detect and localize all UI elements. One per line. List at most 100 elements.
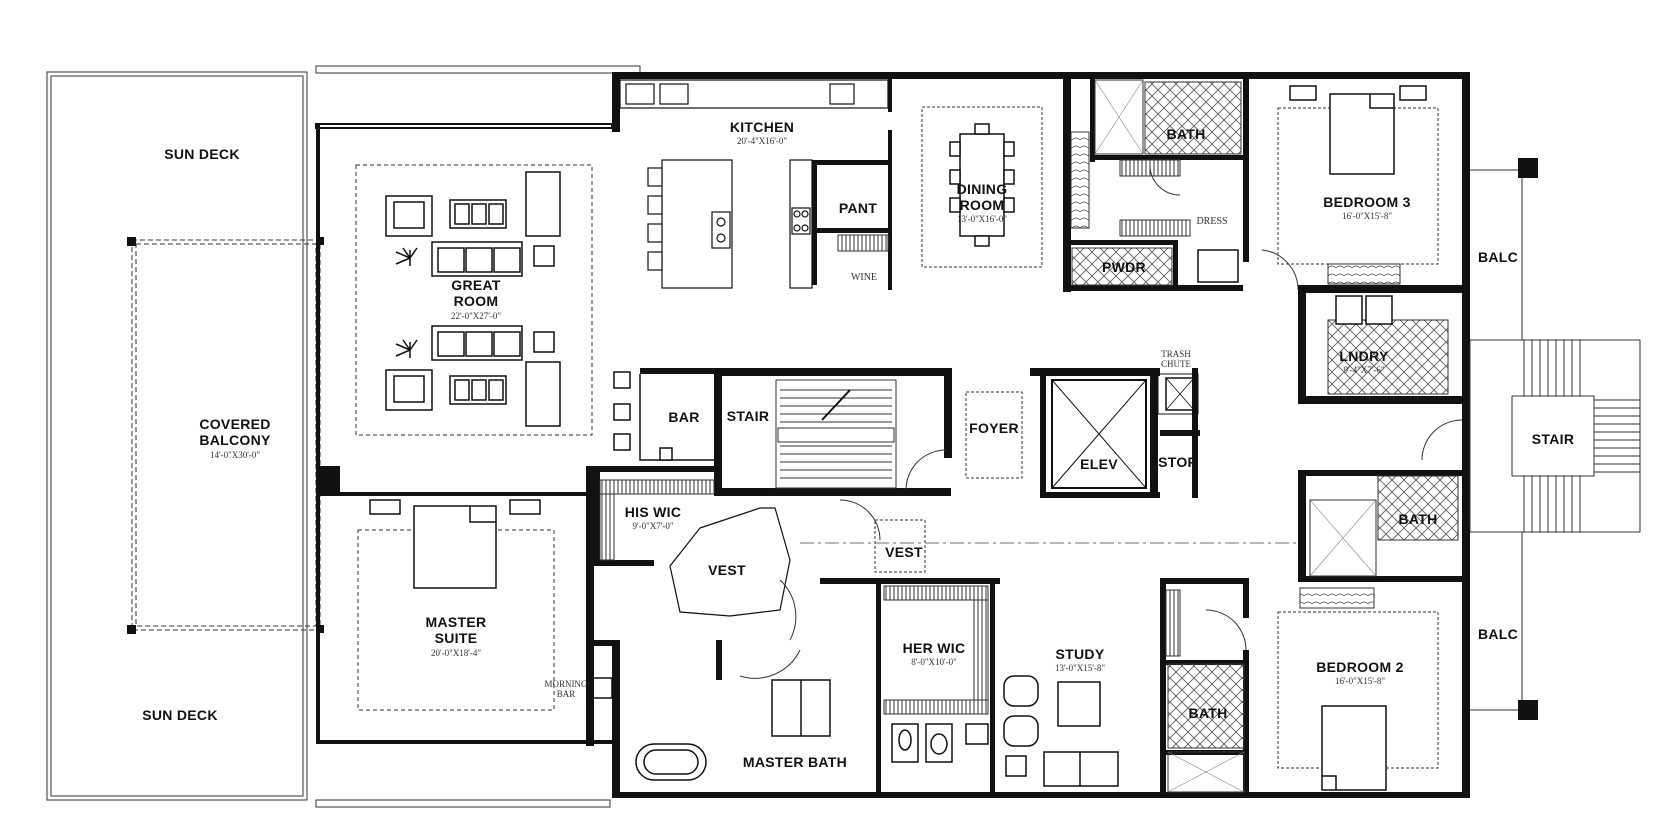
balcony-post <box>1518 158 1538 178</box>
bath-right-label: BATH <box>1398 511 1437 527</box>
master-bath-label: MASTER BATH <box>743 754 847 770</box>
master-bed <box>369 499 541 589</box>
closet-rack <box>883 699 989 715</box>
shower <box>1309 499 1377 577</box>
great-room-dim: 22'-0"X27'-0" <box>451 311 501 321</box>
lndry-label: LNDRY <box>1339 348 1389 364</box>
wardrobe <box>1327 263 1401 285</box>
vest-outline <box>669 507 791 617</box>
closet-rack <box>1119 219 1191 237</box>
great-room-furniture <box>385 171 561 427</box>
his-wic-label: HIS WIC <box>625 504 682 520</box>
pwdr-label: PWDR <box>1102 259 1146 275</box>
interior-walls <box>594 72 1462 796</box>
plant-icon <box>395 247 418 358</box>
balc-top-label: BALC <box>1478 249 1518 265</box>
balcony-post <box>127 625 136 634</box>
master-suite-label: MASTER <box>426 614 487 630</box>
covered-balcony-label: BALCONY <box>199 432 271 448</box>
master-suite-dim: 20'-0"X18'-4" <box>431 648 481 658</box>
dining-rug <box>921 106 1043 268</box>
closet-rack <box>973 599 989 701</box>
bedroom2-dim: 16'-0"X15'-8" <box>1335 676 1385 686</box>
study-label: STUDY <box>1056 646 1105 662</box>
foyer-label: FOYER <box>969 420 1019 436</box>
dining-table <box>949 123 1015 247</box>
his-wic-dim: 9'-0"X7'-0" <box>632 521 673 531</box>
great-room-label: ROOM <box>454 293 499 309</box>
trash-chute-label: TRASH <box>1161 349 1191 359</box>
sun-deck-top-label: SUN DECK <box>164 146 240 162</box>
covered-balcony-label: COVERED <box>199 416 270 432</box>
closet-rack <box>883 585 989 601</box>
foyer-rug <box>965 391 1023 479</box>
morning-bar-label: MORNING <box>544 679 588 689</box>
exterior-stair <box>1469 339 1641 533</box>
trash-box <box>1197 249 1239 283</box>
bedroom3-label: BEDROOM 3 <box>1323 194 1411 210</box>
pantry-label: PANT <box>839 200 877 216</box>
stair-right-label: STAIR <box>1532 431 1574 447</box>
lndry-dim: 9'-4"X7'-6" <box>1343 365 1384 375</box>
dress-label: DRESS <box>1196 216 1227 227</box>
kitchen-label: KITCHEN <box>730 119 794 135</box>
bedroom2-label: BEDROOM 2 <box>1316 659 1404 675</box>
bar-label: BAR <box>668 409 699 425</box>
stor-label: STOR <box>1158 454 1198 470</box>
study-furniture <box>1003 675 1119 787</box>
bath-tile <box>1377 475 1459 541</box>
wood-panel <box>1070 131 1090 229</box>
door-swing <box>839 499 881 541</box>
laundry-tile <box>1327 319 1449 395</box>
wine-label: WINE <box>851 272 877 283</box>
elev-label: ELEV <box>1080 456 1118 472</box>
great-room-rug <box>355 164 593 436</box>
trash-chute <box>1157 373 1199 415</box>
interior-stair <box>775 379 897 489</box>
bedroom3-dim: 16'-0"X15'-8" <box>1342 211 1392 221</box>
dining-label: DINING <box>957 181 1008 197</box>
vest-left-label: VEST <box>708 562 746 578</box>
study-dim: 13'-0"X15'-8" <box>1055 663 1105 673</box>
kitchen-dim: 20'-4"X16'-0" <box>737 136 787 146</box>
dining-label: ROOM <box>960 197 1005 213</box>
closet-rack <box>599 479 715 495</box>
balc-bottom-label: BALC <box>1478 626 1518 642</box>
her-wic-dim: 8'-0"X10'-0" <box>911 657 957 667</box>
bath-top-label: BATH <box>1166 126 1205 142</box>
door-swings <box>739 164 1463 679</box>
morning-bar-box <box>589 677 613 699</box>
sun-deck-bottom-label: SUN DECK <box>142 707 218 723</box>
great-room-label: GREAT <box>451 277 501 293</box>
balcony-post <box>1518 700 1538 720</box>
stair-left-label: STAIR <box>727 408 769 424</box>
master-suite-label: SUITE <box>435 630 478 646</box>
bath-bottom-label: BATH <box>1188 705 1227 721</box>
closet-rack <box>599 493 615 561</box>
covered-balcony-dim: 14'-0"X30'-0" <box>210 450 260 460</box>
shower <box>1094 79 1144 155</box>
trash-chute-label: CHUTE <box>1161 359 1191 369</box>
closet-rack <box>1165 589 1181 657</box>
vest-rug <box>874 519 926 573</box>
balcony-post <box>127 237 136 246</box>
vest-center-label: VEST <box>885 544 923 560</box>
wine-rack <box>837 234 889 252</box>
wardrobe <box>1299 587 1375 609</box>
bar-counter <box>613 371 714 461</box>
morning-bar-label: BAR <box>557 689 576 699</box>
room-labels: SUN DECK SUN DECK COVERED BALCONY 14'-0"… <box>142 119 1574 770</box>
master-bath-fixtures <box>635 679 989 781</box>
washer-dryer <box>1335 295 1393 325</box>
elevator <box>1051 379 1147 489</box>
kitchen-cabinets <box>619 79 889 289</box>
bath-tile <box>1167 663 1245 749</box>
bed <box>1321 705 1387 791</box>
bath-tile <box>1144 81 1242 155</box>
exterior-walls <box>315 72 1470 798</box>
dining-dim: 13'-0"X16'-0" <box>957 214 1007 224</box>
bed <box>1289 85 1427 175</box>
her-wic-label: HER WIC <box>903 640 966 656</box>
pwdr-tile <box>1071 247 1173 286</box>
